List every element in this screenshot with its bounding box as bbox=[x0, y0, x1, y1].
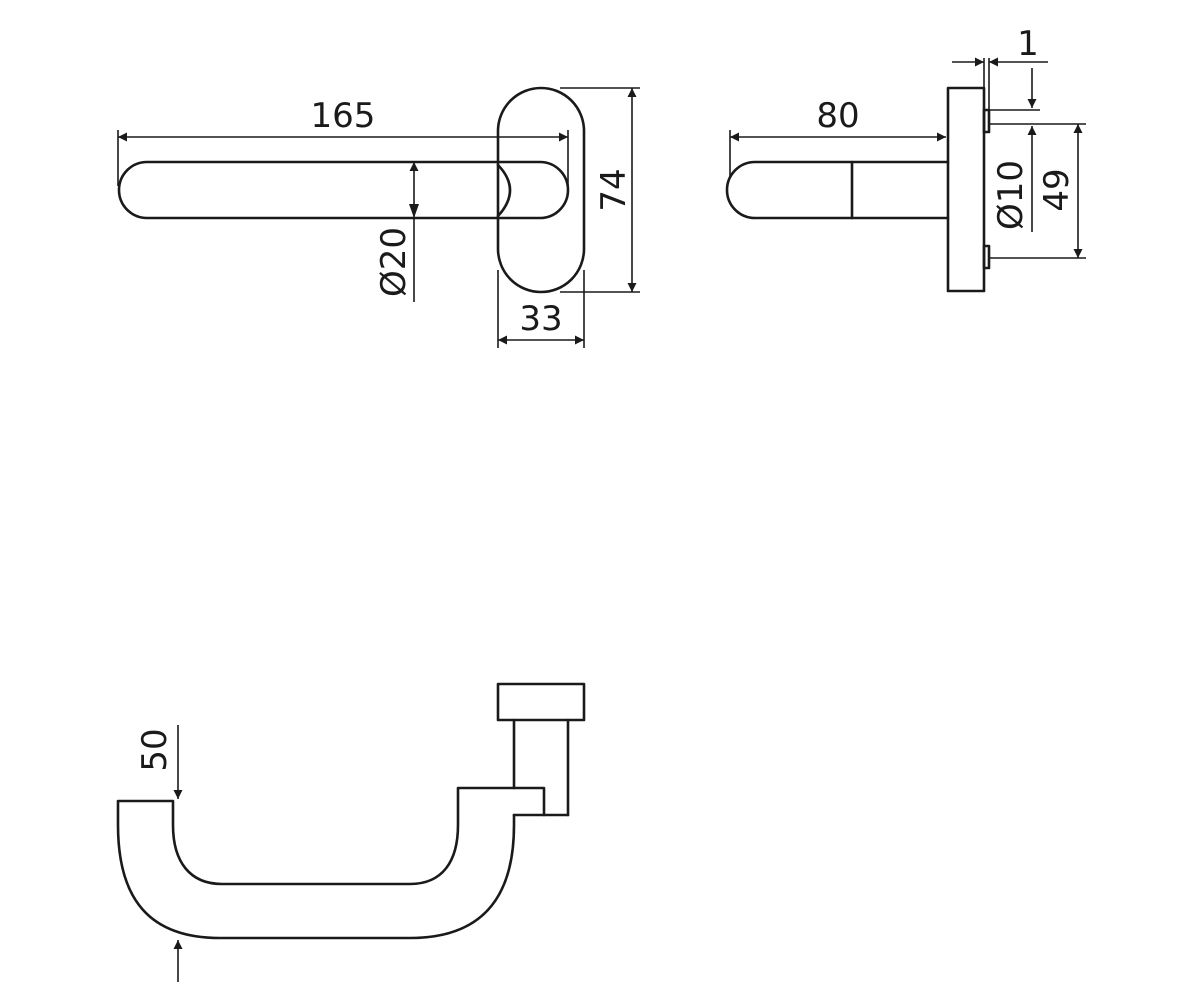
fixing-mark-top bbox=[982, 108, 991, 134]
dim-projection-label: 80 bbox=[816, 96, 859, 136]
dim-gap-label: 1 bbox=[1017, 24, 1039, 64]
rose-plate bbox=[946, 86, 986, 293]
front-view: 50 bbox=[116, 682, 586, 982]
dim-spindle-diameter-label: Ø10 bbox=[991, 160, 1031, 230]
dim-drop-label: 50 bbox=[135, 728, 175, 771]
fixing-mark-bottom bbox=[982, 244, 991, 270]
rose-outline bbox=[496, 86, 586, 294]
rose-cap bbox=[496, 682, 586, 722]
side-view: 80 1 Ø10 49 bbox=[725, 24, 1086, 293]
dim-fixing-spacing-label: 49 bbox=[1037, 168, 1077, 211]
dim-length-label: 165 bbox=[311, 96, 376, 136]
dim-lever-diameter-label: Ø20 bbox=[374, 227, 414, 297]
lever-u-outline bbox=[116, 786, 570, 940]
lever-outline bbox=[117, 160, 570, 220]
top-view: 165 Ø20 74 33 bbox=[117, 86, 640, 348]
dim-rose-height-label: 74 bbox=[594, 168, 634, 211]
lever-side-outline bbox=[725, 160, 950, 220]
dim-rose-width-label: 33 bbox=[519, 299, 562, 339]
lever-neck-curve bbox=[496, 163, 512, 218]
